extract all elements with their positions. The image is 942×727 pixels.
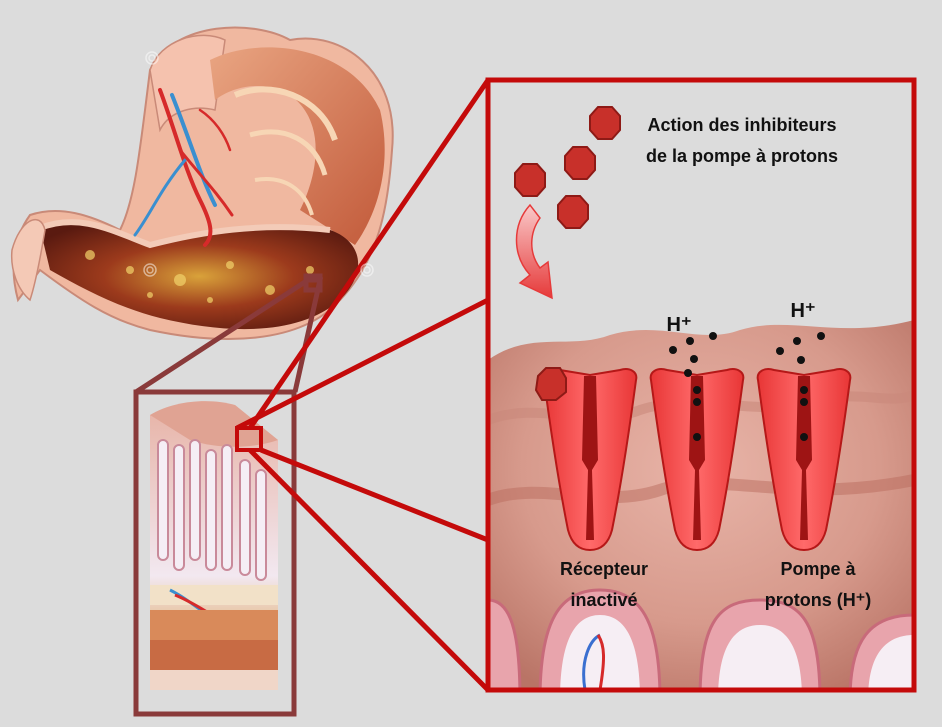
gland-crypt: [698, 598, 822, 690]
watermark-swirl-icon: [143, 51, 374, 277]
proton-label-1: H⁺: [667, 314, 692, 336]
pump-label-line-2: protons (H⁺): [765, 590, 871, 610]
connector-block-to-zoom: [235, 78, 491, 692]
receptor-label-line-2: inactivé: [570, 590, 637, 610]
gland-crypt: [538, 588, 662, 690]
proton-label-2: H⁺: [791, 300, 816, 322]
inhibitor-molecules: [514, 106, 621, 229]
proton-pump-2: [756, 368, 852, 552]
pump-label-line-1: Pompe à: [780, 559, 856, 579]
receptor-label-line-1: Récepteur: [560, 559, 648, 579]
proton-dots-1: [669, 332, 717, 377]
curved-arrow-icon: [515, 203, 553, 300]
stomach-illustration: [10, 26, 394, 340]
inhibitor-molecule-icon: [589, 106, 621, 140]
title-line-2: de la pompe à protons: [646, 146, 838, 166]
inhibitor-molecule-icon: [557, 195, 589, 229]
zoom-frame: [485, 77, 917, 693]
inhibitor-molecule-icon: [514, 163, 546, 197]
inactivated-receptor: [534, 367, 638, 552]
connector-stomach-to-block: [134, 273, 324, 395]
proton-pump-1: [649, 368, 745, 552]
title-line-1: Action des inhibiteurs: [647, 115, 836, 135]
tissue-block: [133, 389, 297, 717]
inhibitor-molecule-icon: [564, 146, 596, 180]
proton-dots-2: [776, 332, 825, 364]
